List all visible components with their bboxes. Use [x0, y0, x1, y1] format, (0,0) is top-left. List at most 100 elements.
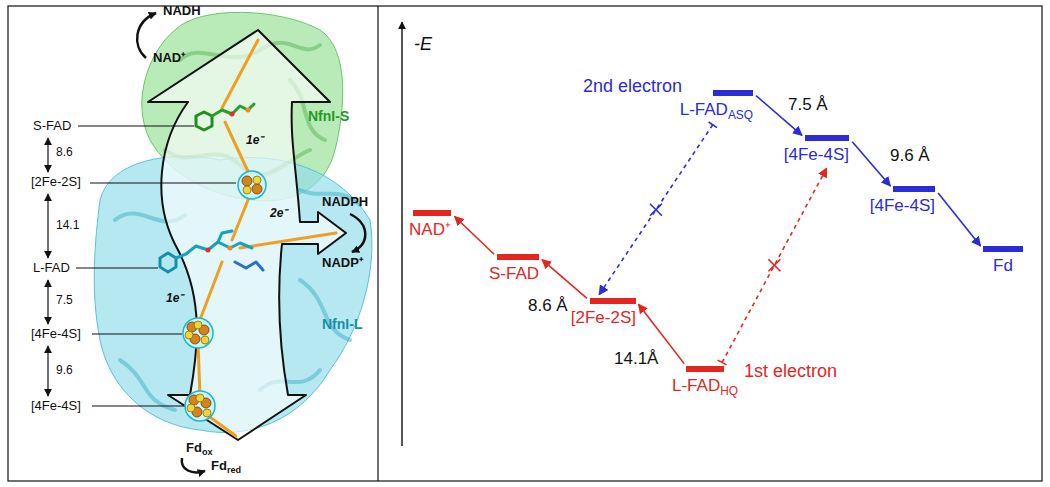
electron-label: 1st electron [744, 361, 837, 382]
subscript-text: ASQ [728, 108, 753, 122]
energy-level: L-FADHQ [671, 366, 740, 397]
cofactor-label: S-FAD [33, 119, 71, 134]
level-label: L-FADASQ [677, 100, 753, 121]
substrate-label: NADH [163, 4, 201, 19]
subscript-text: ox [202, 447, 213, 457]
frame [8, 6, 1042, 481]
level-label: [4Fe-4S] [781, 145, 849, 165]
energy-axis [401, 22, 402, 446]
atom [230, 112, 235, 117]
level-label: [2Fe-2S] [568, 308, 636, 328]
subunit-label: NfnI-S [308, 108, 349, 124]
curved-arrow [182, 458, 205, 472]
fe2s2-cluster [238, 171, 266, 199]
substrate-label: NADP⁺ [322, 256, 363, 271]
energy-bar [893, 186, 935, 192]
iron-atom [252, 184, 262, 194]
atom [228, 246, 233, 251]
distance-label: 8.6 [56, 146, 73, 160]
energy-level: [4Fe-4S] [781, 135, 849, 165]
sulfur-atom [203, 409, 211, 417]
cluster-halo [185, 391, 215, 421]
energy-bar [497, 254, 539, 260]
blocked-mark [768, 259, 780, 271]
l-fad-molecule [160, 231, 263, 272]
distance-label: 14.1 [56, 219, 79, 233]
cluster-halo [238, 171, 266, 199]
ring [196, 112, 212, 130]
electron-count: 1e⁻ [246, 134, 263, 148]
atom [206, 248, 211, 253]
energy-level: [4Fe-4S] [867, 186, 935, 216]
leader-line [92, 406, 184, 407]
energy-bar [590, 298, 636, 304]
energy-level: [2Fe-2S] [568, 298, 636, 328]
panel-divider [377, 6, 378, 481]
fe4s4-cluster [185, 391, 215, 421]
level-label: Fd [982, 256, 1024, 276]
sulfur-atom [243, 186, 251, 194]
distance-arrow [47, 280, 48, 324]
leader-lines [76, 126, 236, 406]
nadp-chain [235, 262, 263, 270]
chain [176, 242, 252, 258]
cofactor-label: L-FAD [33, 261, 70, 276]
sulfur-atom [253, 176, 261, 184]
energy-bar [805, 135, 849, 141]
leader-line [90, 183, 236, 184]
electron-path [222, 40, 258, 108]
electron-transfer-arrow [852, 142, 890, 186]
curved-arrow [350, 214, 365, 252]
reaction-arrows [137, 13, 365, 472]
leader-line [76, 268, 158, 269]
ring [160, 253, 176, 272]
fe4s4-cluster [183, 318, 213, 348]
atom [246, 108, 251, 113]
level-label: NAD⁺ [407, 220, 451, 240]
sulfur-atom [196, 394, 204, 402]
electron-count: 2e⁻ [270, 207, 287, 221]
cofactor-label: [2Fe-2S] [31, 175, 81, 190]
energy-level: NAD⁺ [407, 210, 451, 240]
energy-bar [413, 210, 451, 216]
leader-line [92, 334, 182, 335]
sulfur-atom [201, 336, 209, 344]
distance-arrow [47, 138, 48, 172]
distance-label: 8.6 Å [526, 296, 570, 316]
electron-label: 2nd electron [583, 76, 682, 97]
distance-label: 9.6 Å [888, 146, 932, 166]
level-label: S-FAD [486, 264, 539, 284]
cofactor-label: [4Fe-4S] [31, 399, 81, 414]
electron-transfer-arrow [542, 260, 587, 299]
leader-line [78, 126, 194, 127]
sulfur-atom [194, 321, 202, 329]
energy-level: Fd [982, 246, 1024, 276]
substrate-label: Fdox [186, 441, 213, 457]
electron-transfer-arrow [938, 193, 980, 246]
electron-transfer-arrow [455, 216, 494, 254]
iron-atom [242, 176, 252, 186]
substrate-label: NAD⁺ [153, 51, 185, 66]
energy-bar [713, 90, 753, 96]
energy-level: L-FADASQ [677, 90, 753, 121]
sulfur-atom [185, 331, 193, 339]
distance-label: 7.5 [56, 294, 73, 308]
cluster-halo [183, 318, 213, 348]
distance-label: 9.6 [56, 364, 73, 378]
sulfur-atom [187, 404, 195, 412]
substrate-label: NADPH [322, 195, 368, 210]
blocked-mark [650, 204, 662, 216]
distance-arrow [47, 194, 48, 258]
electron-path [198, 262, 222, 325]
distance-arrow [47, 346, 48, 396]
subunit-label: NfnI-L [322, 316, 362, 332]
axis-label: -E [414, 34, 432, 55]
chain [218, 231, 232, 242]
chain [212, 104, 254, 116]
electron-flow-arrow [148, 30, 346, 440]
tail-tick [718, 360, 727, 365]
subscript-text: red [227, 465, 241, 475]
